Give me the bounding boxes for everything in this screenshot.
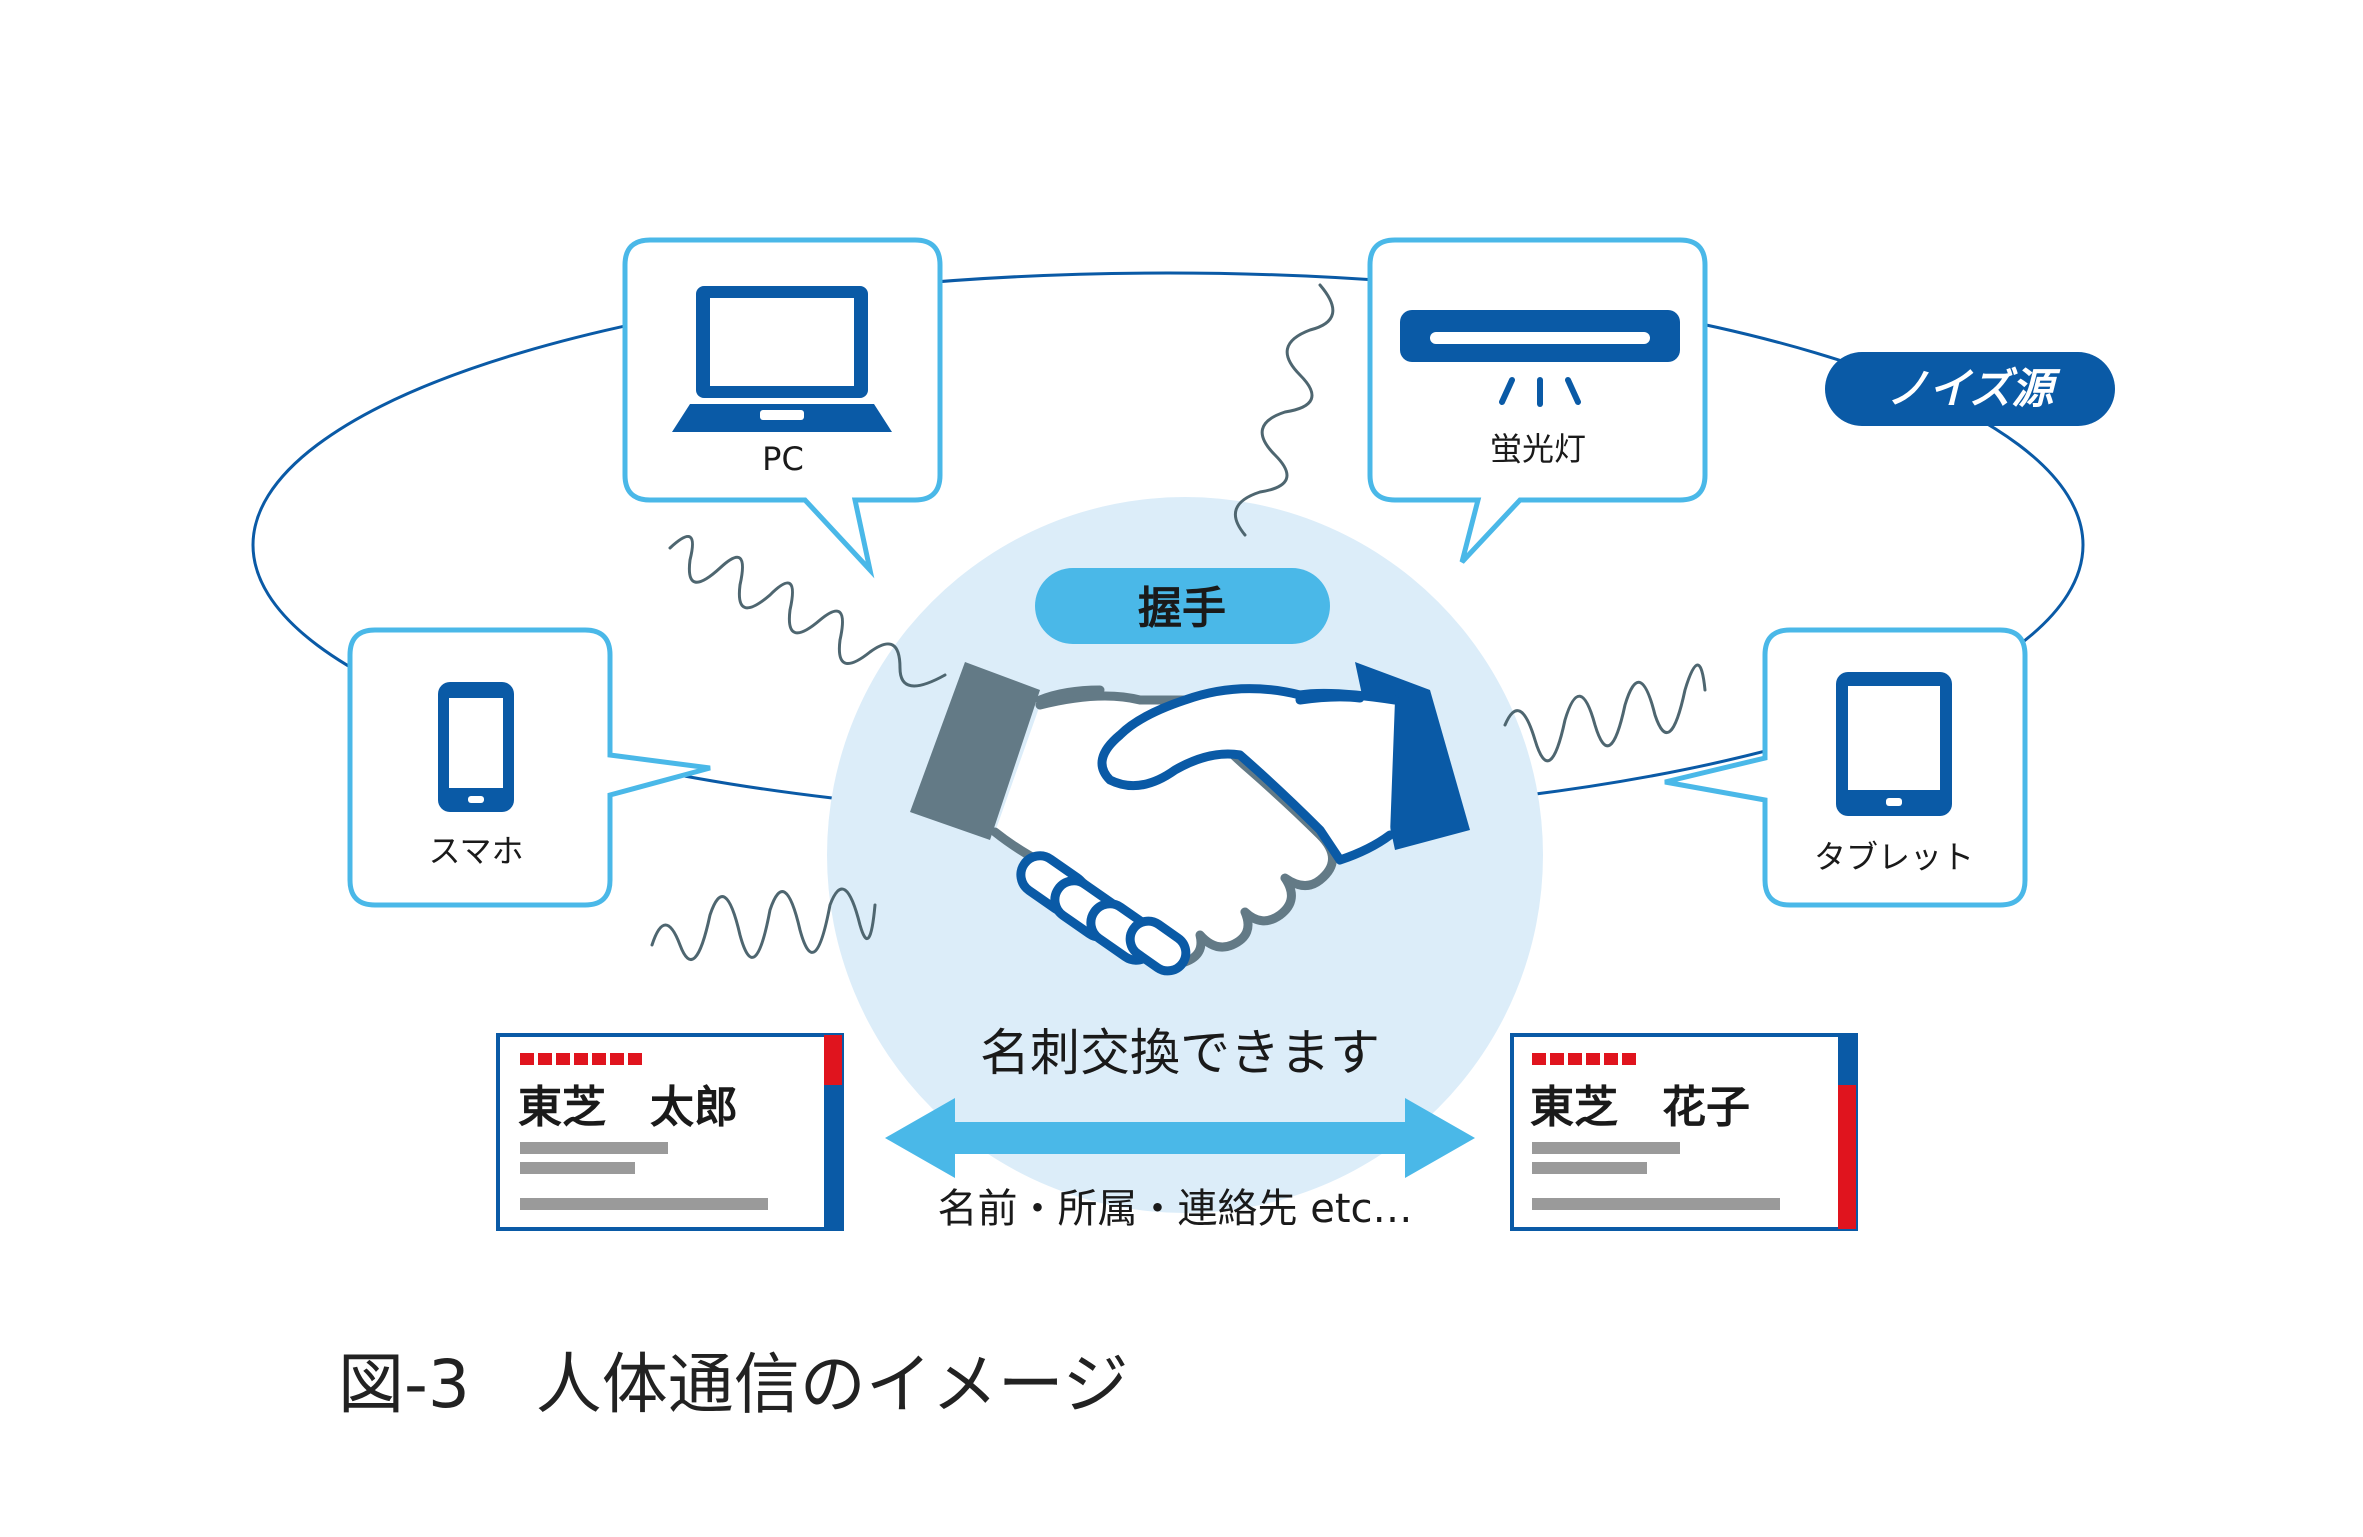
noise-source-badge: ノイズ源 xyxy=(1825,352,2115,426)
noise-wave-light xyxy=(1234,283,1335,537)
exchange-detail: 名前・所属・連絡先 etc… xyxy=(938,1186,1413,1232)
card-left-details xyxy=(520,1142,768,1210)
smartphone-icon xyxy=(438,682,514,812)
card-left-name: 東芝 太郎 xyxy=(518,1082,738,1133)
noise-wave-pc xyxy=(668,535,947,688)
light-label: 蛍光灯 xyxy=(1490,430,1586,468)
card-left-logo xyxy=(520,1053,642,1065)
tablet-label: タブレット xyxy=(1814,838,1974,876)
handshake-label: 握手 xyxy=(1138,583,1226,634)
fluorescent-light-icon xyxy=(1400,310,1680,407)
figure-caption: 図-3 人体通信のイメージ xyxy=(338,1346,1129,1423)
handshake-badge: 握手 xyxy=(1035,568,1330,644)
pc-label: PC xyxy=(762,440,804,478)
noise-wave-phone xyxy=(650,887,877,961)
noise-source-label: ノイズ源 xyxy=(1887,364,2062,413)
tablet-bubble: タブレット xyxy=(1664,627,2028,908)
card-right-name: 東芝 花子 xyxy=(1530,1082,1750,1133)
noise-waves xyxy=(650,283,1707,961)
phone-bubble: スマホ xyxy=(347,627,711,908)
laptop-icon xyxy=(672,286,892,432)
exchange-title: 名刺交換できます xyxy=(980,1024,1380,1082)
exchange-arrow xyxy=(885,1098,1475,1178)
pc-bubble: PC xyxy=(622,237,943,579)
business-card-left: 東芝 太郎 xyxy=(496,1033,844,1231)
light-bubble: 蛍光灯 xyxy=(1367,237,1708,564)
tablet-icon xyxy=(1836,672,1952,816)
noise-wave-tablet xyxy=(1503,663,1707,763)
phone-label: スマホ xyxy=(428,832,523,870)
business-card-right: 東芝 花子 xyxy=(1510,1033,1858,1231)
handshake-icon xyxy=(910,662,1470,976)
card-right-details xyxy=(1532,1142,1780,1210)
card-right-logo xyxy=(1532,1053,1636,1065)
